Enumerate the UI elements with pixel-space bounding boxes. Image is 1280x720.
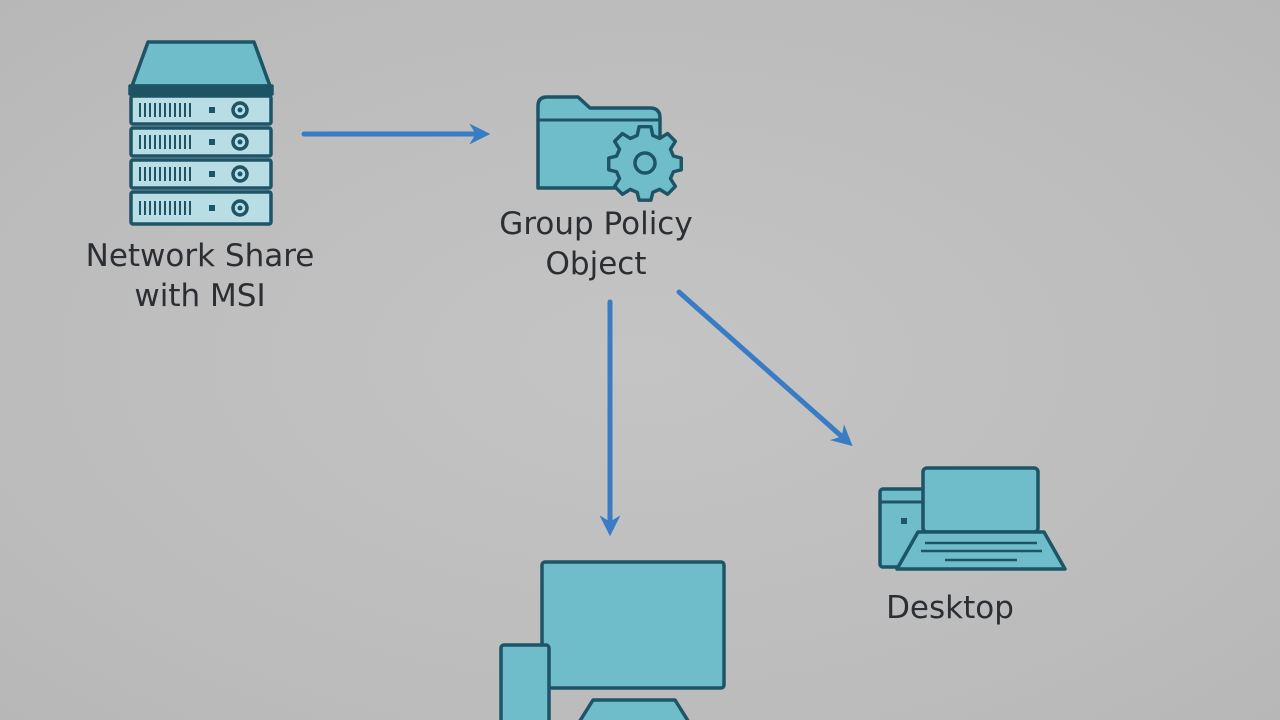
group-policy-object-label: Group Policy Object [470, 204, 722, 284]
network-share-label: Network Share with MSI [60, 236, 340, 316]
server-unit [129, 158, 273, 190]
network-share-label-line2: with MSI [134, 278, 266, 314]
server-unit [129, 94, 273, 126]
edge-gpo-to-desktop [676, 289, 853, 447]
desktop-laptop-icon [878, 466, 1067, 571]
desktop-label: Desktop [886, 590, 1014, 626]
gpo-label-line2: Object [545, 246, 647, 282]
monitor-tower-icon [499, 560, 726, 720]
server-unit [129, 190, 273, 226]
server-unit [129, 126, 273, 158]
server-rack-icon [128, 40, 274, 226]
gear-icon [607, 124, 683, 202]
folder-gear-icon [536, 95, 683, 202]
network-share-label-line1: Network Share [85, 238, 315, 274]
gpo-label-line1: Group Policy [499, 206, 693, 242]
